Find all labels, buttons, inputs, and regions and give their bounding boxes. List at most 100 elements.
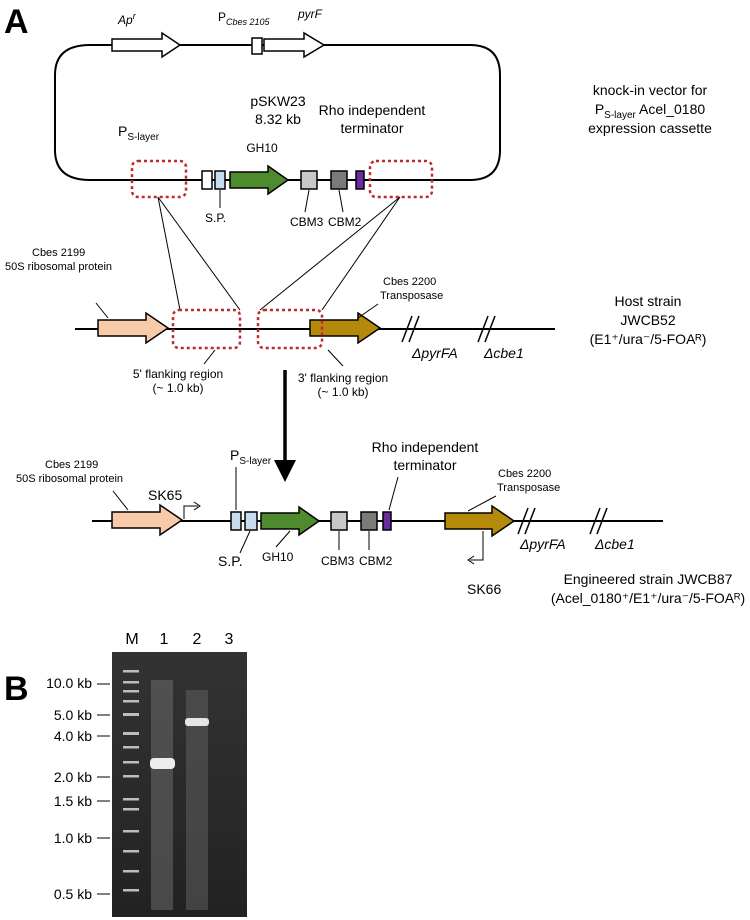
plasmid-3-flank-box: [368, 159, 434, 199]
lane1-smear: [151, 680, 173, 910]
host-cbes2199-line1: Cbes 2199: [32, 247, 85, 259]
plasmid-cbm2-box: [330, 170, 348, 190]
panel-a-label: A: [4, 3, 29, 41]
eng-cbes2199-arrow: [111, 503, 184, 537]
lane-label-2: 2: [193, 631, 202, 648]
eng-cbes2200-line2: Transposase: [497, 482, 560, 494]
lane2-smear: [186, 690, 208, 910]
lane-label-3: 3: [225, 631, 234, 648]
plasmid-sp-box: [214, 170, 226, 190]
eng-strain-line1: Engineered strain JWCB87: [564, 571, 733, 587]
vector-desc-line2: PS-layer Acel_0180: [595, 101, 706, 121]
ladder-1-5kb: 1.5 kb: [54, 793, 92, 809]
lane2-band: [185, 718, 209, 726]
sk65-primer-arrow: [183, 505, 198, 519]
plasmid-5-flank-box: [130, 159, 188, 199]
eng-genotype: (Acel_0180⁺/E1⁺/ura⁻/5-FOAᴿ): [551, 590, 745, 606]
eng-sp-label: S.P.: [218, 553, 243, 569]
ladder-5kb: 5.0 kb: [54, 707, 92, 723]
vector-desc-line3: expression cassette: [588, 120, 712, 136]
eng-cbm2-box: [360, 511, 378, 531]
eng-cbes2199-leader: [112, 490, 129, 511]
plasmid-cbm3-box: [300, 170, 318, 190]
eng-rho-line2: terminator: [393, 457, 456, 473]
plasmid-rho-label-line2: terminator: [340, 120, 403, 136]
eng-break-mark-2a: [589, 507, 601, 535]
eng-dpyrfa-label: ΔpyrFA: [519, 536, 566, 552]
marker-ladder: [123, 670, 139, 892]
flank5-leader: [203, 349, 216, 365]
transition-arrow-head: [274, 460, 296, 482]
host-cbes2199-line2: 50S ribosomal protein: [5, 261, 112, 273]
sk65-primer-arrowhead: [193, 501, 201, 511]
host-5-flank-box: [171, 308, 242, 350]
eng-cbes2199-line2: 50S ribosomal protein: [16, 473, 123, 485]
host-cbes2199-arrow: [97, 311, 170, 345]
eng-cbm2-label: CBM2: [359, 554, 393, 568]
plasmid-terminator-box: [355, 170, 365, 190]
plasmid-cbm2-label: CBM2: [328, 215, 362, 229]
eng-cbes2200-arrow: [444, 504, 516, 538]
crossover-line-1: [157, 196, 181, 311]
crossover-line-3: [259, 196, 401, 311]
lane-label-1: 1: [160, 631, 169, 648]
host-break-mark-1b: [408, 315, 420, 343]
pyrf-arrow: [263, 31, 326, 59]
cbes2105-promoter-label: PCbes 2105: [218, 10, 271, 27]
eng-gh10-leader: [275, 530, 291, 548]
plasmid-sp-label: S.P.: [205, 211, 226, 225]
sk66-primer-arrowhead: [467, 555, 475, 565]
panel-b-label: B: [4, 670, 29, 708]
eng-rho-leader: [388, 476, 399, 511]
plasmid-size: 8.32 kb: [255, 111, 301, 127]
host-strain-line1: Host strain: [615, 293, 682, 309]
plasmid-gh10-label: GH10: [246, 141, 278, 155]
flank5-label-line2: (~ 1.0 kb): [152, 381, 203, 395]
host-3-flank-box: [256, 308, 324, 350]
eng-gh10-arrow: [260, 505, 321, 537]
vector-desc-line1: knock-in vector for: [593, 82, 708, 98]
eng-break-mark-2b: [596, 507, 608, 535]
cbm3-leader: [304, 189, 310, 213]
host-break-mark-1a: [401, 315, 413, 343]
eng-cbes2200-line1: Cbes 2200: [498, 468, 551, 480]
eng-dcbe1-label: Δcbe1: [594, 536, 635, 552]
eng-sp-box: [244, 511, 258, 531]
eng-gh10-label: GH10: [262, 550, 294, 564]
eng-cbm3-label: CBM3: [321, 554, 355, 568]
ladder-2kb: 2.0 kb: [54, 769, 92, 785]
plasmid-backbone: [54, 44, 501, 181]
host-break-mark-2b: [484, 315, 496, 343]
host-strain-line2: JWCB52: [620, 312, 675, 328]
pyrf-label: pyrF: [297, 7, 323, 21]
ladder-4kb: 4.0 kb: [54, 728, 92, 744]
plasmid-pslayer-label: PS-layer: [118, 123, 160, 143]
eng-break-mark-1a: [517, 507, 529, 535]
host-cbes2199-leader: [95, 302, 109, 319]
ladder-1kb: 1.0 kb: [54, 830, 92, 846]
sk65-label: SK65: [148, 487, 182, 503]
ladder-10kb: 10.0 kb: [46, 675, 92, 691]
sk66-label: SK66: [467, 581, 501, 597]
cbes2105-promoter-box: [251, 37, 263, 55]
crossover-line-2: [157, 196, 241, 311]
flank3-leader: [327, 349, 344, 367]
plasmid-pslayer-box: [201, 170, 213, 190]
plasmid-rho-label-line1: Rho independent: [319, 102, 426, 118]
gel-image: [112, 652, 247, 917]
ap-label: Apr: [117, 11, 137, 27]
flank3-label-line1: 3' flanking region: [298, 371, 388, 385]
eng-pslayer-box: [230, 511, 242, 531]
eng-cbes2200-leader: [467, 495, 497, 512]
eng-cbm3-box: [330, 511, 348, 531]
eng-cbes2199-line1: Cbes 2199: [45, 459, 98, 471]
plasmid-gh10-arrow: [229, 164, 290, 196]
eng-break-mark-1b: [524, 507, 536, 535]
ladder-0-5kb: 0.5 kb: [54, 886, 92, 902]
host-dcbe1-label: Δcbe1: [483, 345, 524, 361]
cbm2-leader: [338, 189, 344, 213]
flank3-label-line2: (~ 1.0 kb): [317, 385, 368, 399]
host-cbes2200-line2: Transposase: [380, 290, 443, 302]
host-genotype: (E1⁺/ura⁻/5-FOAᴿ): [590, 331, 707, 347]
